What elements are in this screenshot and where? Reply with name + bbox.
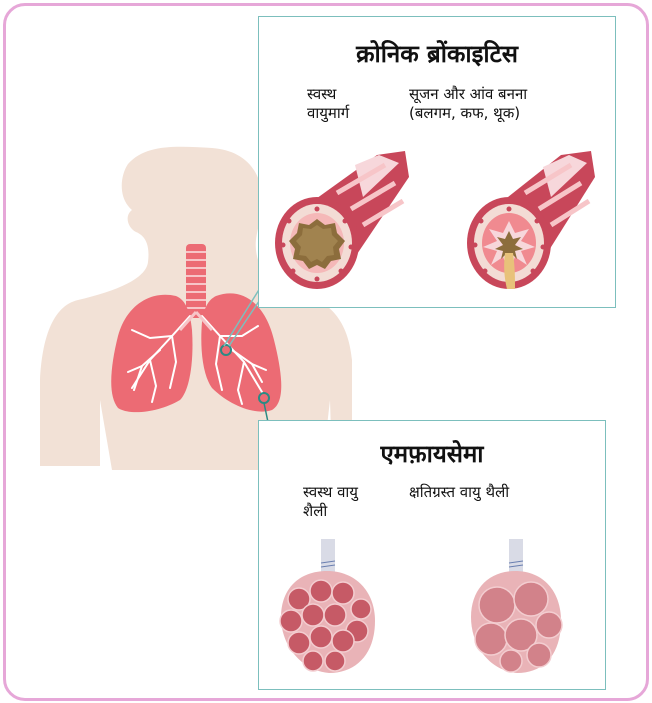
damaged-alveoli: [471, 539, 562, 673]
trachea: [186, 244, 206, 318]
inflamed-airway: [467, 151, 595, 289]
bronchitis-illustration: [259, 17, 615, 307]
healthy-alveoli: [280, 539, 375, 673]
healthy-airway: [275, 151, 409, 289]
bronchitis-panel: क्रोनिक ब्रोंकाइटिस स्वस्थ वायुमार्ग सूज…: [258, 16, 616, 308]
emphysema-panel: एमफ़ायसेमा स्वस्थ वायु शैली क्षतिग्रस्त …: [258, 420, 606, 690]
emphysema-illustration: [259, 421, 605, 689]
